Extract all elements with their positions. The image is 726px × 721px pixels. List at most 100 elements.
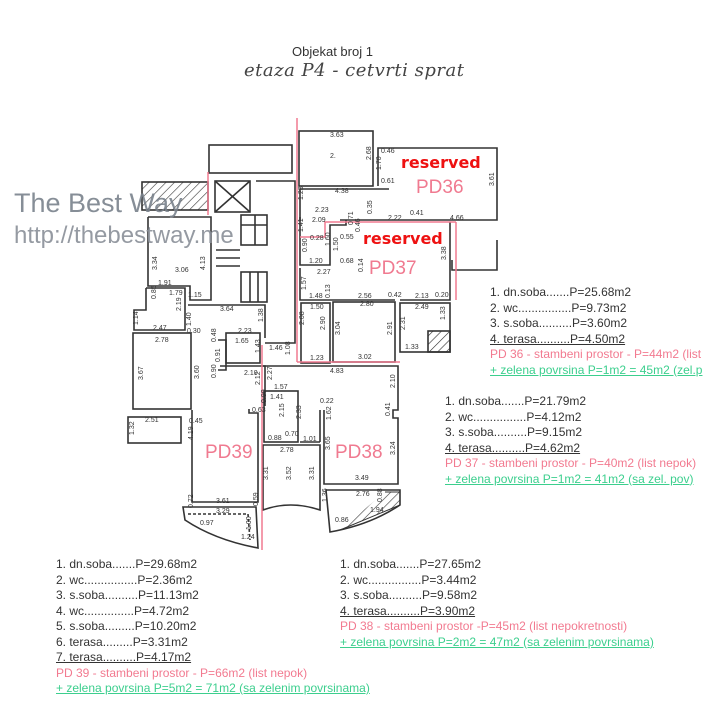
dimension-label: 0.41 [410, 210, 424, 217]
area-summary-pd38: 1. dn.soba.......P=27.65m2 2. wc........… [340, 557, 654, 650]
room-line: 3. s.soba..........P=9.15m2 [445, 425, 583, 439]
dimension-label: 3.38 [441, 246, 448, 260]
dimension-label: 2.08 [299, 311, 306, 325]
dimension-label: 0.61 [381, 178, 395, 185]
unit-total: PD 38 - stambeni prostor -P=45m2 (list n… [340, 619, 628, 633]
dimension-label: 2.68 [366, 146, 373, 160]
room-line: 2. wc................P=9.73m2 [490, 300, 627, 315]
dimension-label: 1.08 [285, 341, 292, 355]
dimension-label: 2.49 [415, 304, 429, 311]
dimension-label: 3.31 [309, 466, 316, 480]
dimension-label: 2.33 [296, 405, 303, 419]
dimension-label: 1.70 [376, 156, 383, 170]
dimension-label: 0.72 [188, 494, 195, 508]
dimension-label: 4.19 [188, 426, 195, 440]
area-summary-pd37: 1. dn.soba.......P=21.79m2 2. wc........… [445, 394, 696, 487]
dimension-label: 3.06 [175, 267, 189, 274]
dimension-label: 1.38 [258, 308, 265, 322]
dimension-label: 2.19 [176, 297, 183, 311]
dimension-label: 1.24 [241, 534, 255, 541]
dimension-label: 0.13 [325, 284, 332, 298]
dimension-label: 2.12 [255, 371, 262, 385]
dimension-label: 0.46 [355, 218, 362, 232]
dimension-label: 2.31 [400, 316, 407, 330]
dimension-label: 0.88 [268, 435, 282, 442]
dimension-label: 4.13 [200, 256, 207, 270]
dimension-label: 0.28 [310, 235, 324, 242]
dimension-label: 2. [330, 153, 336, 160]
dimension-label: 4.66 [450, 215, 464, 222]
room-line: 2. wc................P=4.12m2 [445, 409, 582, 424]
room-line: 3. s.soba..........P=3.60m2 [490, 316, 628, 330]
green-area-total: + zelena povrsina P=5m2 = 71m2 (sa zelen… [56, 681, 370, 695]
dimension-label: 1.60 [325, 232, 332, 246]
dimension-label: 0.48 [211, 328, 218, 342]
room-line: 1. dn.soba.......P=27.65m2 [340, 557, 482, 571]
dimension-label: 1.23 [310, 355, 324, 362]
dimension-label: 0.46 [381, 148, 395, 155]
dimension-label: 1.15 [188, 292, 202, 299]
dimension-label: 2.76 [356, 491, 370, 498]
dimension-label: 1.50 [310, 304, 324, 311]
unit-total: PD 39 - stambeni prostor - P=66m2 (list … [56, 665, 308, 680]
dimension-label: 1.94 [370, 507, 384, 514]
dimension-label: 2.23 [315, 207, 329, 214]
unit-total: PD 36 - stambeni prostor - P=44m2 (list [490, 347, 702, 361]
dimension-label: 1.79 [169, 290, 183, 297]
dimension-label: 4.83 [330, 368, 344, 375]
dimension-label: 1.23 [298, 186, 305, 200]
dimension-label: 1.41 [298, 218, 305, 232]
dimension-label: 1.14 [133, 311, 140, 325]
area-summary-pd39: 1. dn.soba.......P=29.68m2 2. wc........… [56, 557, 370, 697]
dimension-label: 2.47 [153, 325, 167, 332]
room-line: 1. dn.soba.......P=21.79m2 [445, 394, 587, 408]
dimension-label: 1.36 [322, 488, 329, 502]
dimension-label: 0.97 [200, 520, 214, 527]
dimension-label: 1.01 [303, 436, 317, 443]
dimension-label: 2.56 [358, 293, 372, 300]
dimension-label: 2.80 [360, 301, 374, 308]
dimension-label: 0.63 [252, 407, 266, 414]
dimension-label: 2.15 [279, 403, 286, 417]
watermark-url[interactable]: http://thebestway.me [14, 222, 234, 249]
unit-label-pd39: PD39 [205, 442, 253, 463]
dimension-label: 2.13 [415, 293, 429, 300]
dimension-label: 2.51 [145, 417, 159, 424]
dimension-label: 0.41 [385, 402, 392, 416]
floor-subtitle: etaza P4 - cetvrti sprat [244, 60, 465, 81]
dimension-label: 0.22 [320, 398, 334, 405]
dimension-label: 1.00 [246, 516, 253, 530]
room-line: 5. s.soba.........P=10.20m2 [56, 619, 197, 633]
dimension-label: 1.48 [309, 293, 323, 300]
room-line: 1. dn.soba.......P=25.68m2 [490, 285, 632, 299]
dimension-label: 0.68 [340, 258, 354, 265]
dimension-label: 3.61 [489, 172, 496, 186]
unit-label-pd36: PD36 [416, 177, 464, 198]
dimension-label: 1.40 [186, 312, 193, 326]
dimension-label: 2.22 [388, 215, 402, 222]
dimension-label: 1.57 [274, 384, 288, 391]
dimension-label: 1.62 [326, 406, 333, 420]
unit-label-pd37: PD37 [369, 258, 417, 279]
dimension-label: 3.61 [216, 498, 230, 505]
unit-total: PD 37 - stambeni prostor - P=40m2 (list … [445, 456, 697, 470]
dimension-label: 3.63 [330, 132, 344, 139]
room-line: 4. wc...............P=4.72m2 [56, 603, 190, 618]
dimension-label: 3.34 [152, 256, 159, 270]
dimension-label: 3.64 [220, 306, 234, 313]
unit-label-pd38: PD38 [335, 442, 383, 463]
dimension-label: 0.35 [367, 200, 374, 214]
dimension-label: 2.91 [387, 321, 394, 335]
green-area-total: + zelena povrsina P=1m2 = 41m2 (sa zel. … [445, 471, 694, 486]
dimension-label: 1.50 [333, 237, 340, 251]
dimension-label: 2.23 [238, 328, 252, 335]
dimension-label: 3.65 [325, 436, 332, 450]
room-line: 4. terasa..........P=3.90m2 [340, 603, 476, 618]
dimension-label: 1.32 [129, 421, 136, 435]
dimension-label: 2.90 [320, 316, 327, 330]
dimension-label: 1.33 [405, 344, 419, 351]
dimension-label: 0.20 [435, 292, 449, 299]
dimension-label: 3.60 [194, 365, 201, 379]
